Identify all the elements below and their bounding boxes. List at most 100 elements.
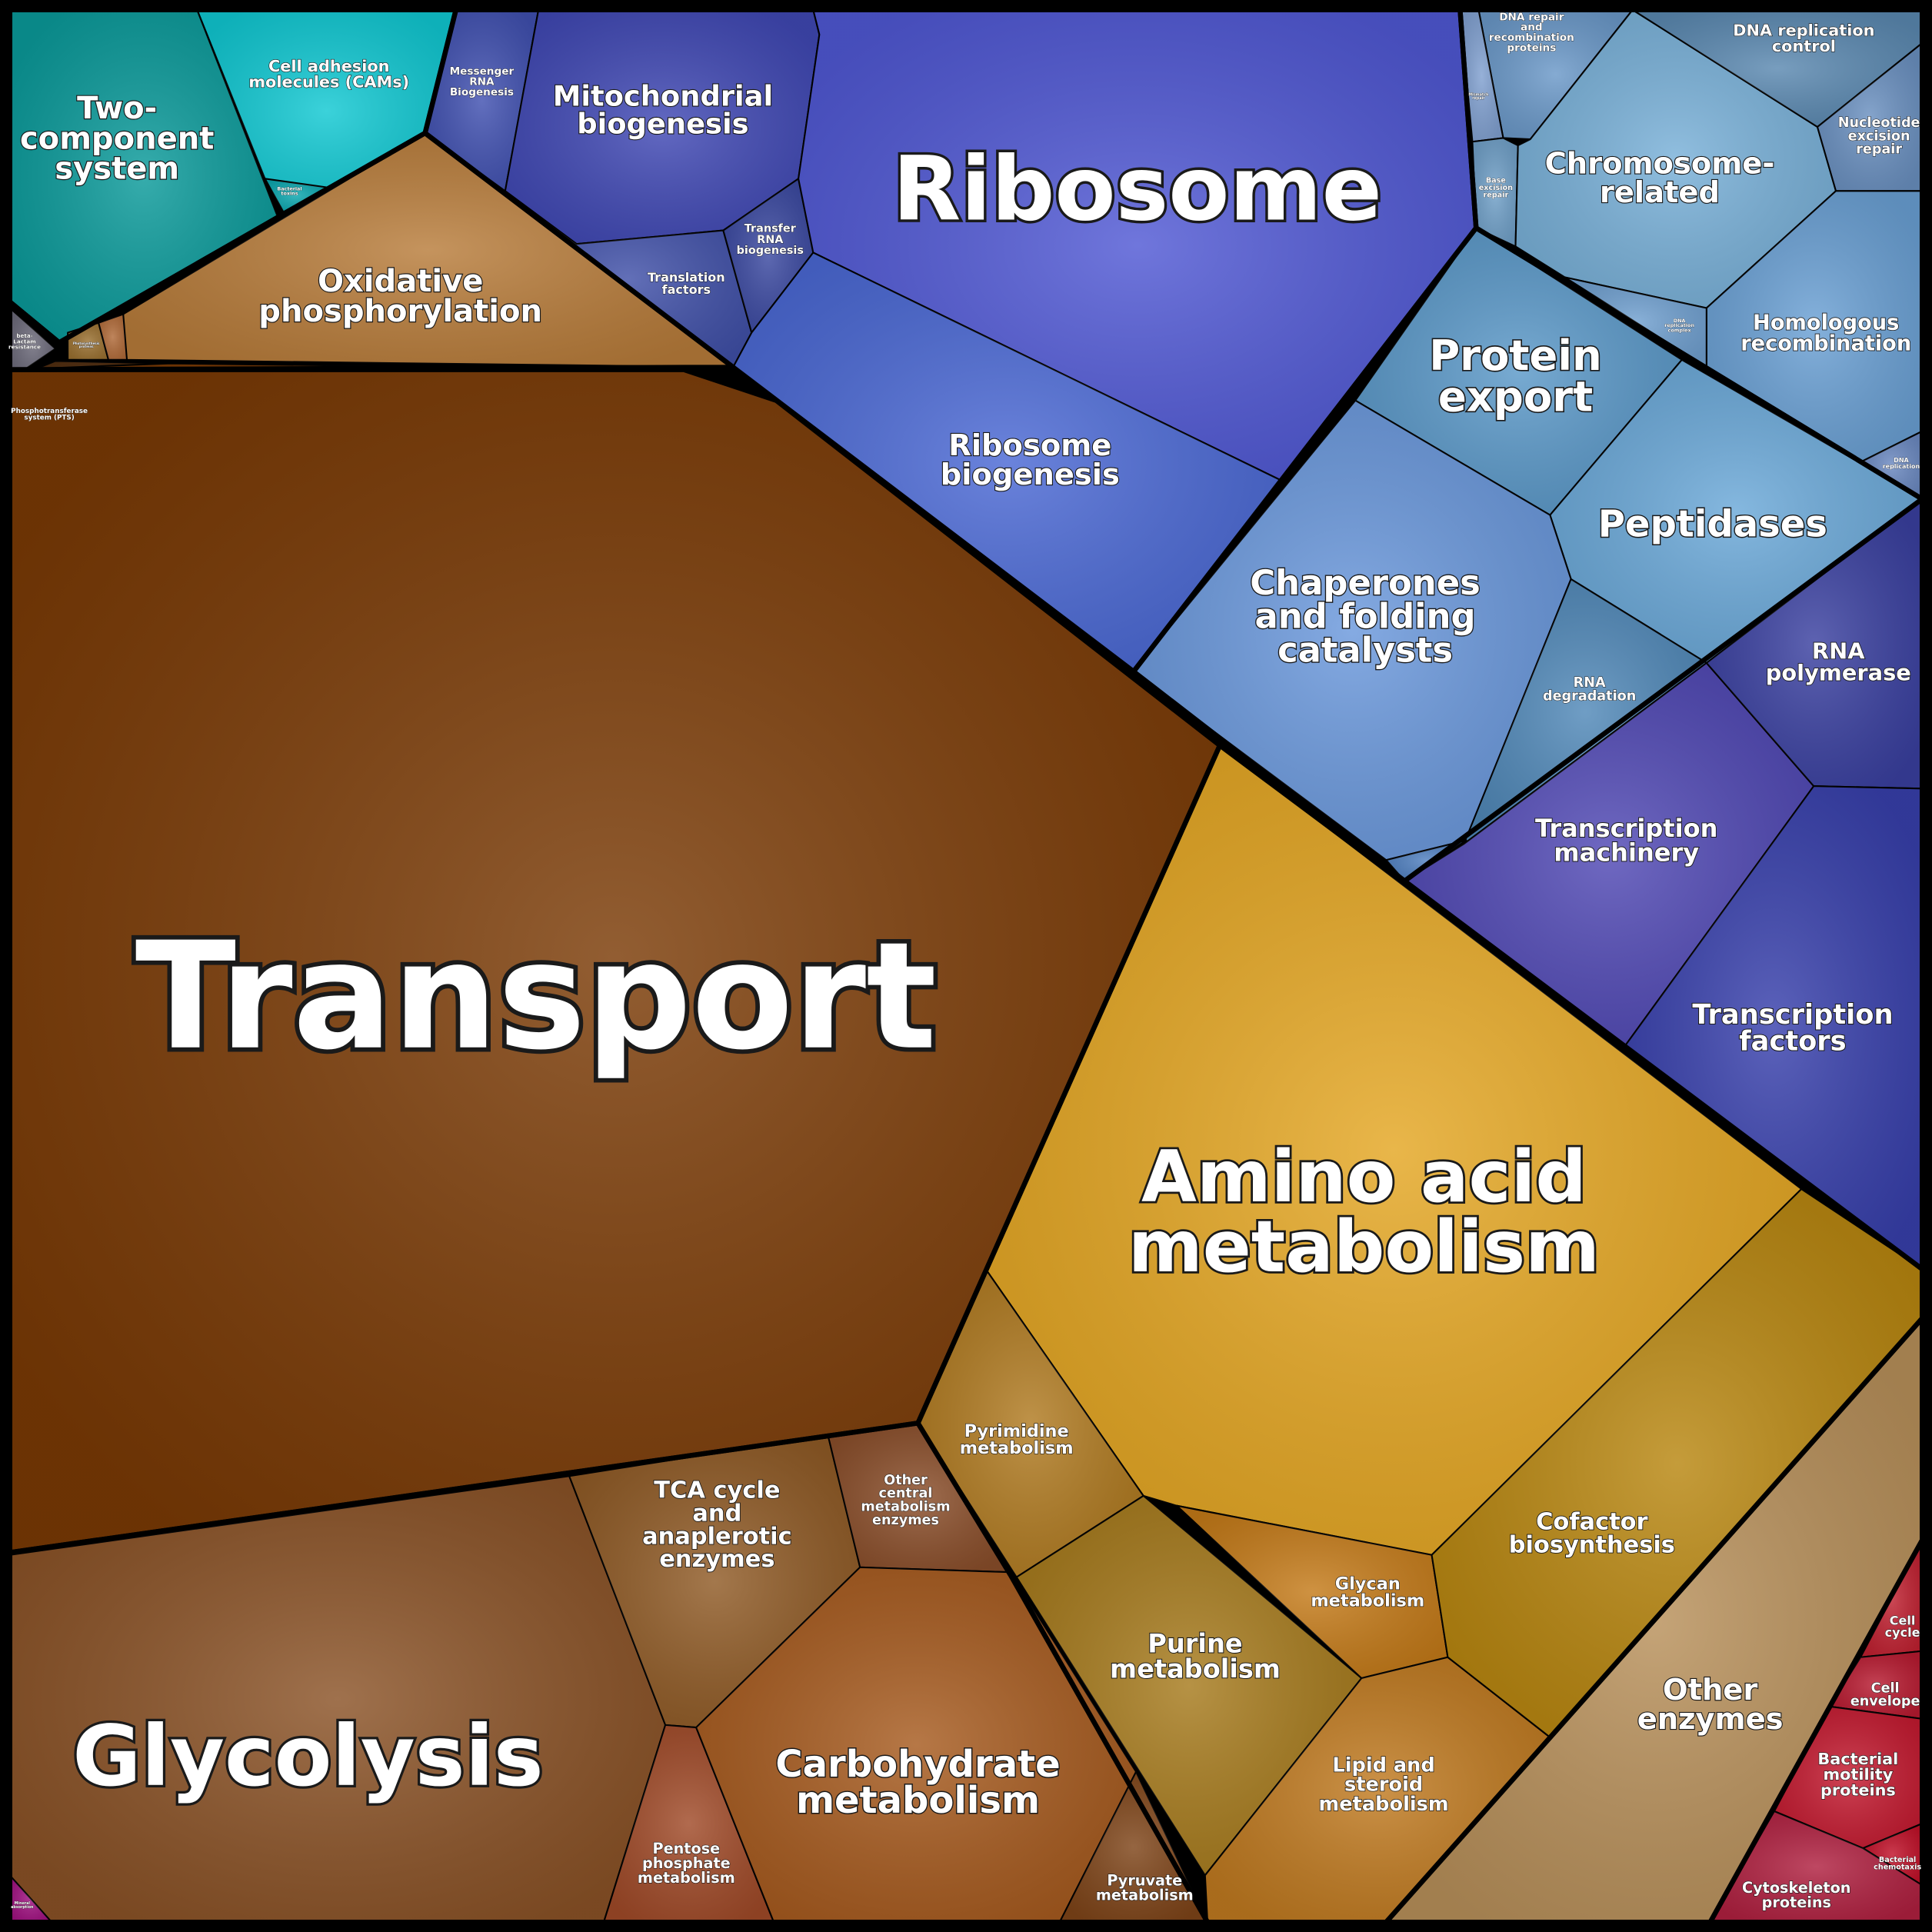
label-line: absorption [11, 1905, 34, 1910]
label-line: factors [662, 282, 711, 297]
label-line: biogenesis [941, 458, 1120, 492]
label-line: beta- [16, 332, 32, 339]
label-line: enzymes [659, 1546, 774, 1573]
label-line: Mineral [15, 1901, 31, 1906]
label-line: Phosphotransferase [11, 408, 88, 415]
label-line: Chaperones [1250, 562, 1481, 603]
label-line: TCA cycle [654, 1477, 780, 1504]
label-line: metabolism [1311, 1591, 1424, 1611]
label-line: Transfer [744, 223, 797, 235]
label-line: metabolism [1319, 1793, 1449, 1816]
label-line: replication [1883, 463, 1920, 470]
label-line: and [692, 1500, 741, 1527]
label-line: toxins [281, 191, 298, 197]
label-line: RNA [1574, 675, 1606, 691]
label-line: and folding [1255, 596, 1476, 637]
label-line: metabolism [1128, 1205, 1600, 1288]
label-line: DNA replication [1733, 22, 1874, 40]
cell-shading [1706, 498, 1923, 789]
label-line: Chromosome- [1545, 146, 1775, 181]
label-line: Cell adhesion [268, 57, 389, 75]
label-line: metabolism [1096, 1886, 1194, 1904]
label-line: Purine [1148, 1628, 1242, 1658]
cell-shading [9, 9, 278, 343]
label-line: biosynthesis [1509, 1532, 1675, 1559]
label-peptidases: Peptidases [1598, 503, 1827, 546]
cell-shading [696, 1567, 1137, 1923]
label-line: chemotaxis [1874, 1863, 1921, 1871]
cell-shading [1016, 1495, 1362, 1876]
label-line: DNA repair [1499, 11, 1564, 23]
label-line: RNA [1812, 638, 1865, 664]
label-line: Bacterial [1879, 1856, 1916, 1864]
cell-shading [985, 745, 1802, 1555]
cell-shading [505, 9, 820, 245]
cell-shading [1059, 1771, 1208, 1923]
cell-shading [1431, 1188, 1923, 1737]
label-line: excision [1848, 128, 1910, 144]
cell-shading [604, 1724, 774, 1923]
label-line: proteins [1820, 1781, 1896, 1800]
label-line: Peptidases [1598, 503, 1827, 546]
cell-shading [1817, 43, 1923, 192]
label-line: and [1521, 22, 1543, 34]
label-line: Carbohydrate [775, 1743, 1060, 1786]
label-line: anaplerotic [642, 1523, 791, 1550]
label-line: RNA [757, 234, 784, 246]
label-line: excision [1479, 184, 1513, 192]
cell-shading [1472, 138, 1518, 247]
label-line: Pentose [653, 1840, 721, 1857]
label-line: DNA [1674, 318, 1686, 324]
cell-shading [918, 1269, 1144, 1577]
label-line: motility [1823, 1765, 1893, 1784]
label-line: Cell [1890, 1613, 1916, 1627]
cell-shading [98, 314, 128, 360]
cell-shading [723, 178, 814, 333]
label-line: control [1772, 37, 1836, 55]
label-line: metabolism [638, 1869, 735, 1887]
label-line: recombination [1489, 32, 1574, 44]
cell-shading [505, 191, 752, 368]
label-line: Bacterial [277, 185, 301, 192]
cell-shading [1710, 1811, 1923, 1923]
label-line: DNA [1894, 457, 1909, 464]
cell-shading [569, 1435, 861, 1728]
label-line: biogenesis [737, 245, 804, 257]
label-line: Base [1486, 176, 1507, 185]
cell-shading [1133, 400, 1571, 861]
label-line: Glycan [1335, 1574, 1401, 1594]
cell-shading [123, 133, 734, 368]
label-line: Cell [1871, 1681, 1900, 1696]
label-line: Lipid and [1332, 1754, 1434, 1777]
label-line: Transport [135, 911, 937, 1083]
cell-shading [1204, 1657, 1551, 1923]
label-line: Lactam [13, 338, 35, 345]
label-line: system (PTS) [24, 415, 74, 422]
cell-shading [1515, 9, 1837, 308]
cell-shading [1830, 1651, 1923, 1719]
label-line: Oxidative [318, 264, 483, 299]
label-line: Mitochondrial [553, 79, 773, 112]
label-line: metabolism [796, 1779, 1040, 1822]
label-line: component [20, 121, 214, 156]
cell-shading [1624, 786, 1923, 1270]
